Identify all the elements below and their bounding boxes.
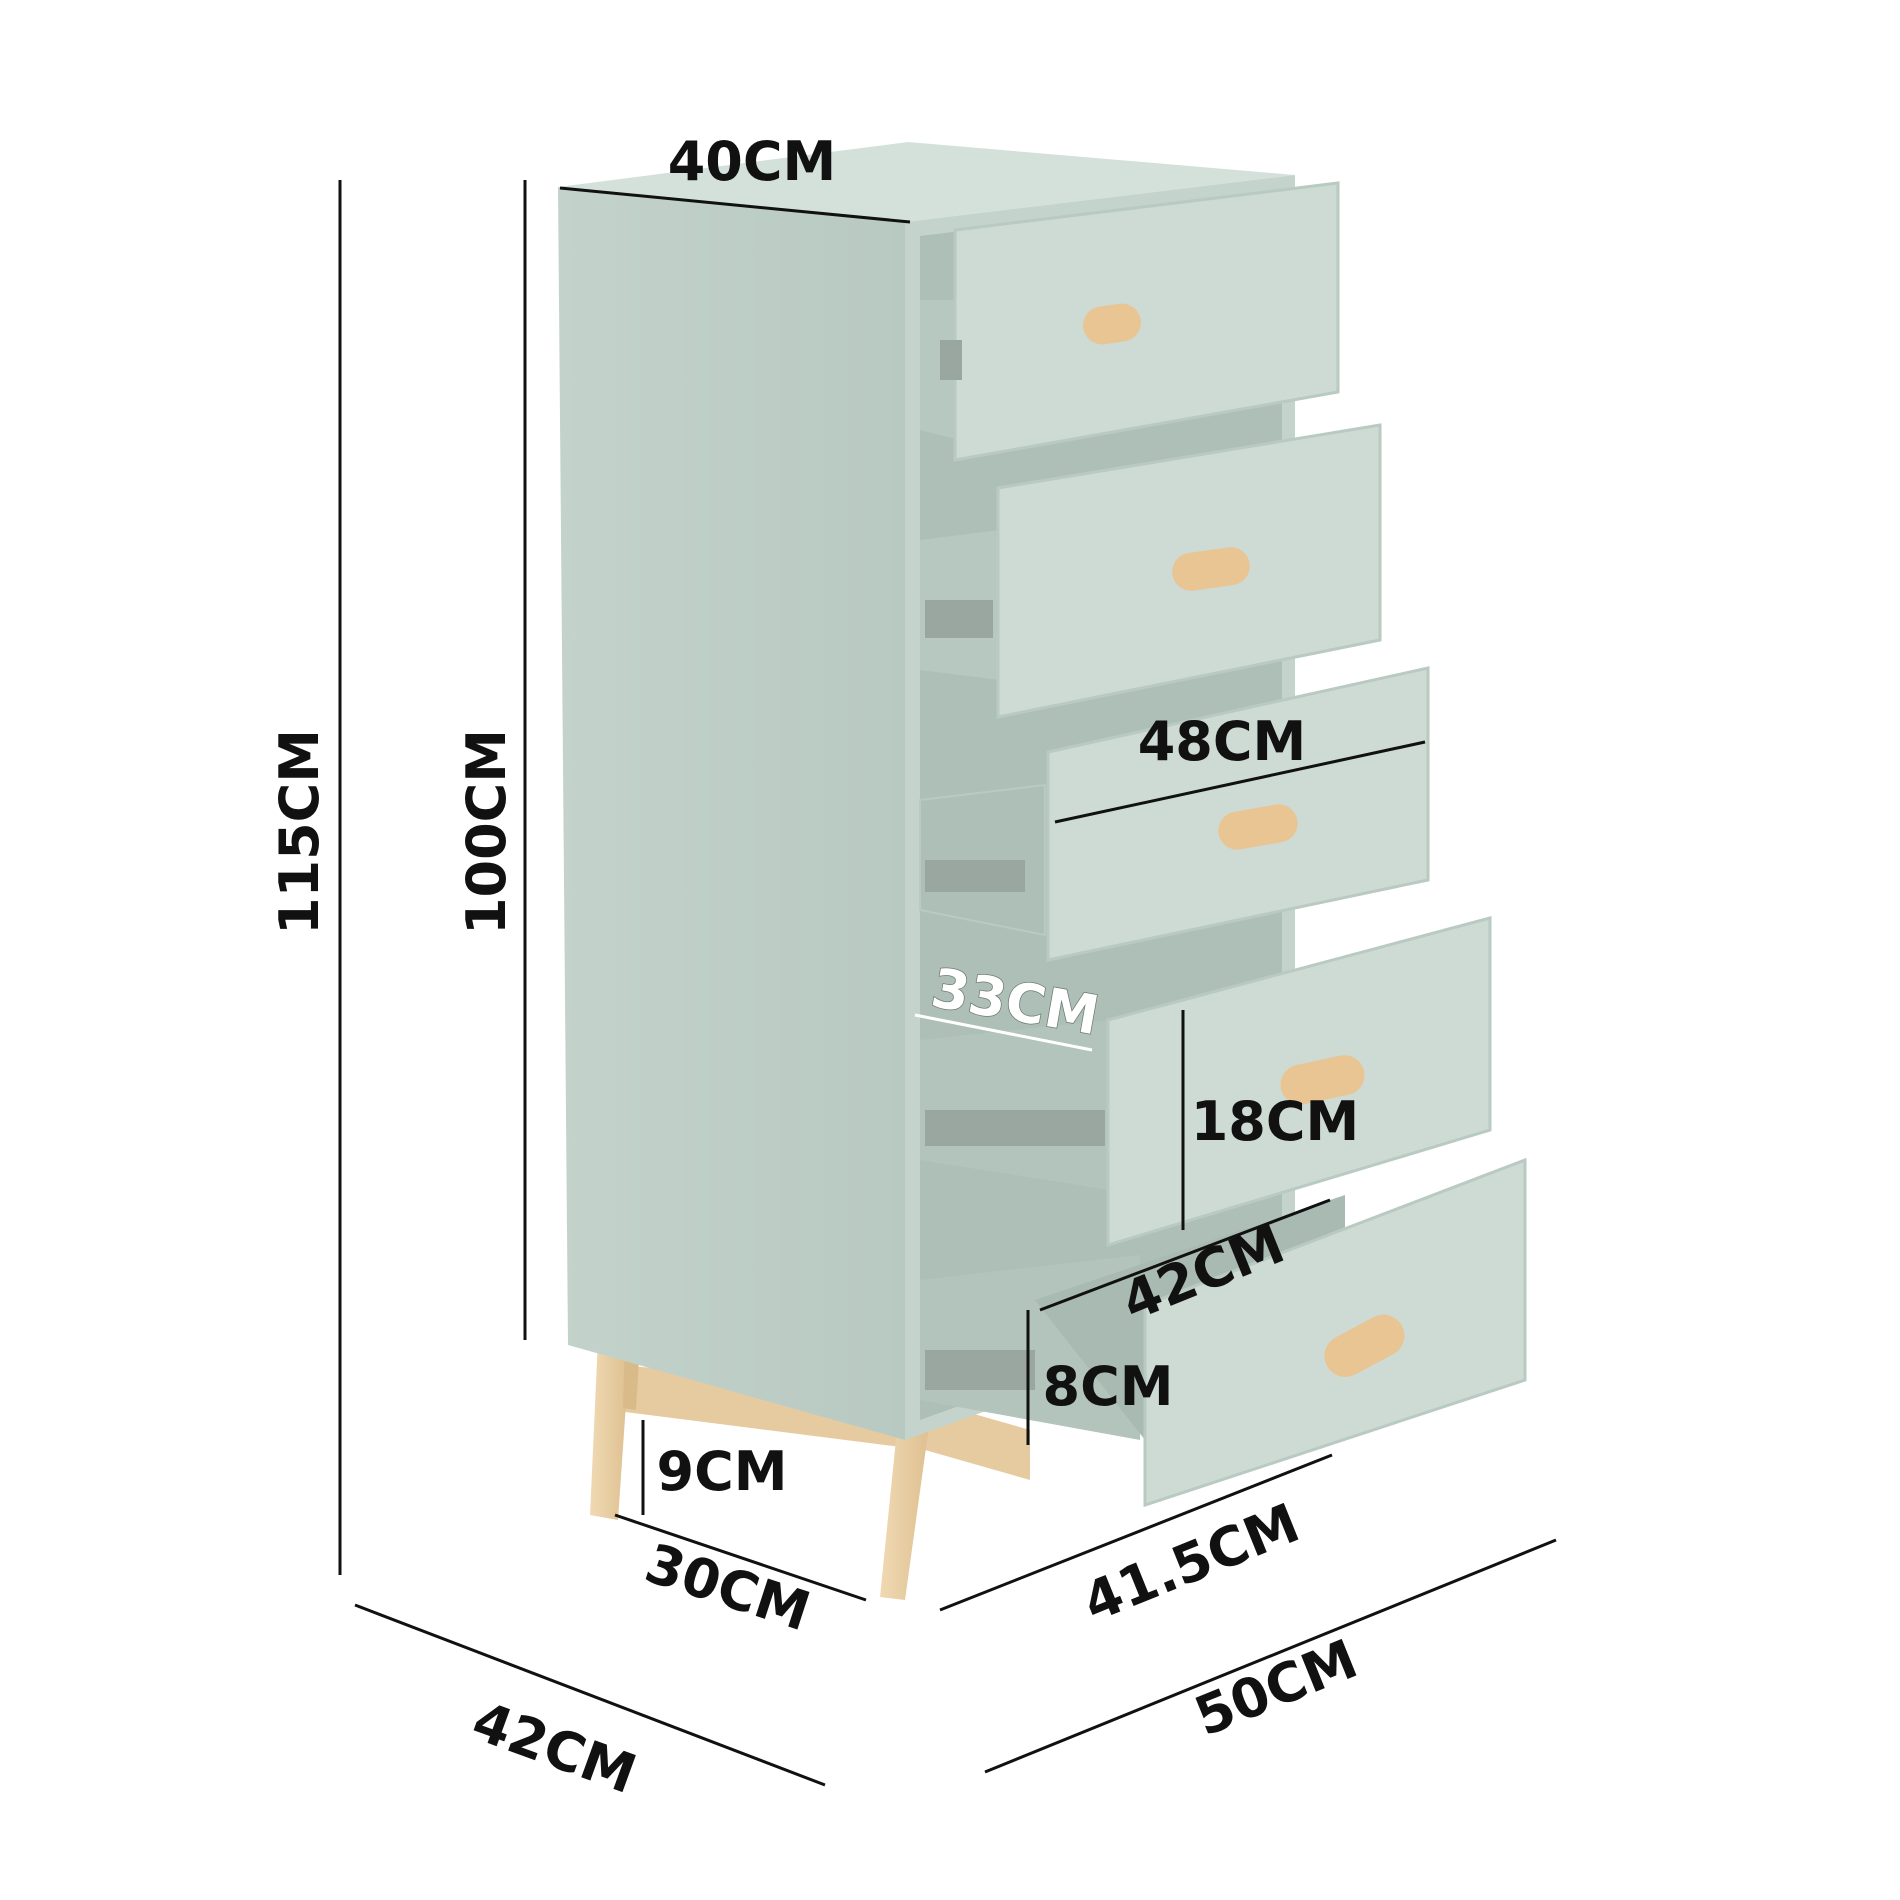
drawer-2-slide-rail [925,600,993,638]
label-base-width: 30CM [638,1531,818,1643]
drawer-4-interior [920,1020,1110,1190]
label-base-depth: 41.5CM [1074,1491,1308,1634]
drawer-3-slide-rail [925,860,1025,892]
drawer-1-front [953,181,1340,462]
drawer-5-slide-rail [925,1350,1035,1390]
label-body-height: 100CM [455,729,518,935]
drawer-1-slide-rail [940,340,962,380]
label-total-height: 115CM [268,729,331,935]
label-drawer-inner-height: 8CM [1043,1355,1174,1418]
drawer-1-handle[interactable] [1081,301,1144,347]
wooden-base-frame [625,1365,1030,1480]
base-width-line [614,1513,867,1602]
label-top-width: 40CM [668,130,837,193]
drawer-depth-line [1039,1198,1331,1312]
drawer-2-handle[interactable] [1170,545,1253,593]
label-drawer-width: 48CM [1138,710,1307,773]
top-width-line [559,186,911,224]
drawer-5[interactable] [920,1157,1527,1508]
drawer-inner-depth-line [914,1013,1093,1052]
drawer-1[interactable] [920,181,1340,462]
drawer-width-line [1054,740,1426,824]
dimension-lines [338,180,1557,1787]
cabinet-side-panel [558,187,905,1440]
overall-depth-line [984,1538,1557,1774]
drawer-3[interactable] [919,666,1430,962]
leg-front-left [590,1340,630,1520]
drawer-4[interactable] [920,916,1492,1248]
drawer-5-front [1143,1157,1527,1508]
overall-width-line [354,1603,826,1787]
drawer-4-handle[interactable] [1277,1051,1368,1108]
label-leg-height: 9CM [657,1440,788,1503]
label-overall-depth: 50CM [1186,1627,1366,1749]
drawer-4-slide-rail [925,1110,1105,1146]
cabinet-top [558,142,1295,222]
leg-front-right [880,1400,932,1600]
drawer-5-handle[interactable] [1317,1307,1412,1384]
drawer-3-handle[interactable] [1215,801,1300,852]
label-drawer-height: 18CM [1191,1090,1360,1153]
drawer-2[interactable] [920,423,1382,719]
cabinet [558,142,1527,1600]
base-depth-line [939,1453,1333,1612]
